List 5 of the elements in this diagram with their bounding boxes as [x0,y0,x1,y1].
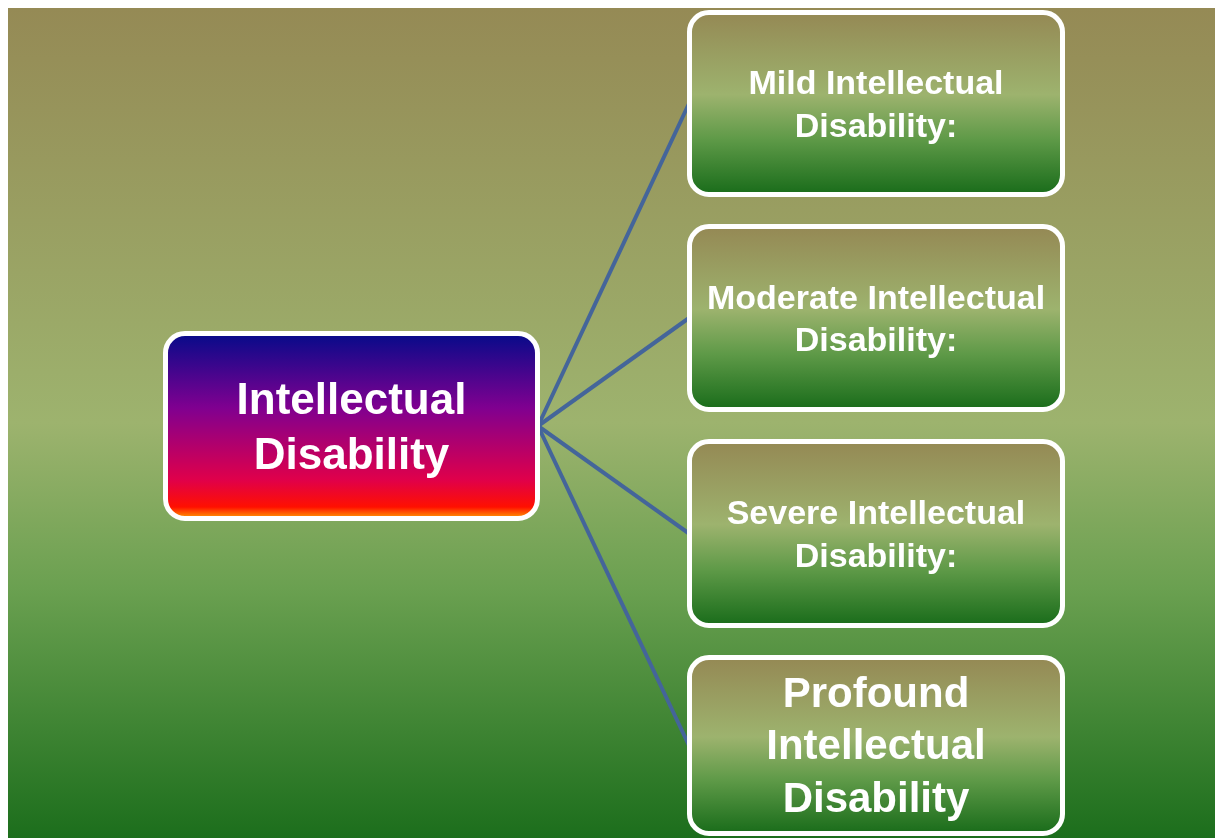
category-box: Moderate Intellectual Disability: [687,224,1065,412]
category-box: Severe Intellectual Disability: [687,439,1065,628]
category-box: Profound Intellectual Disability [687,655,1065,836]
category-box: Mild Intellectual Disability: [687,10,1065,197]
main-topic-box: Intellectual Disability [163,331,540,521]
